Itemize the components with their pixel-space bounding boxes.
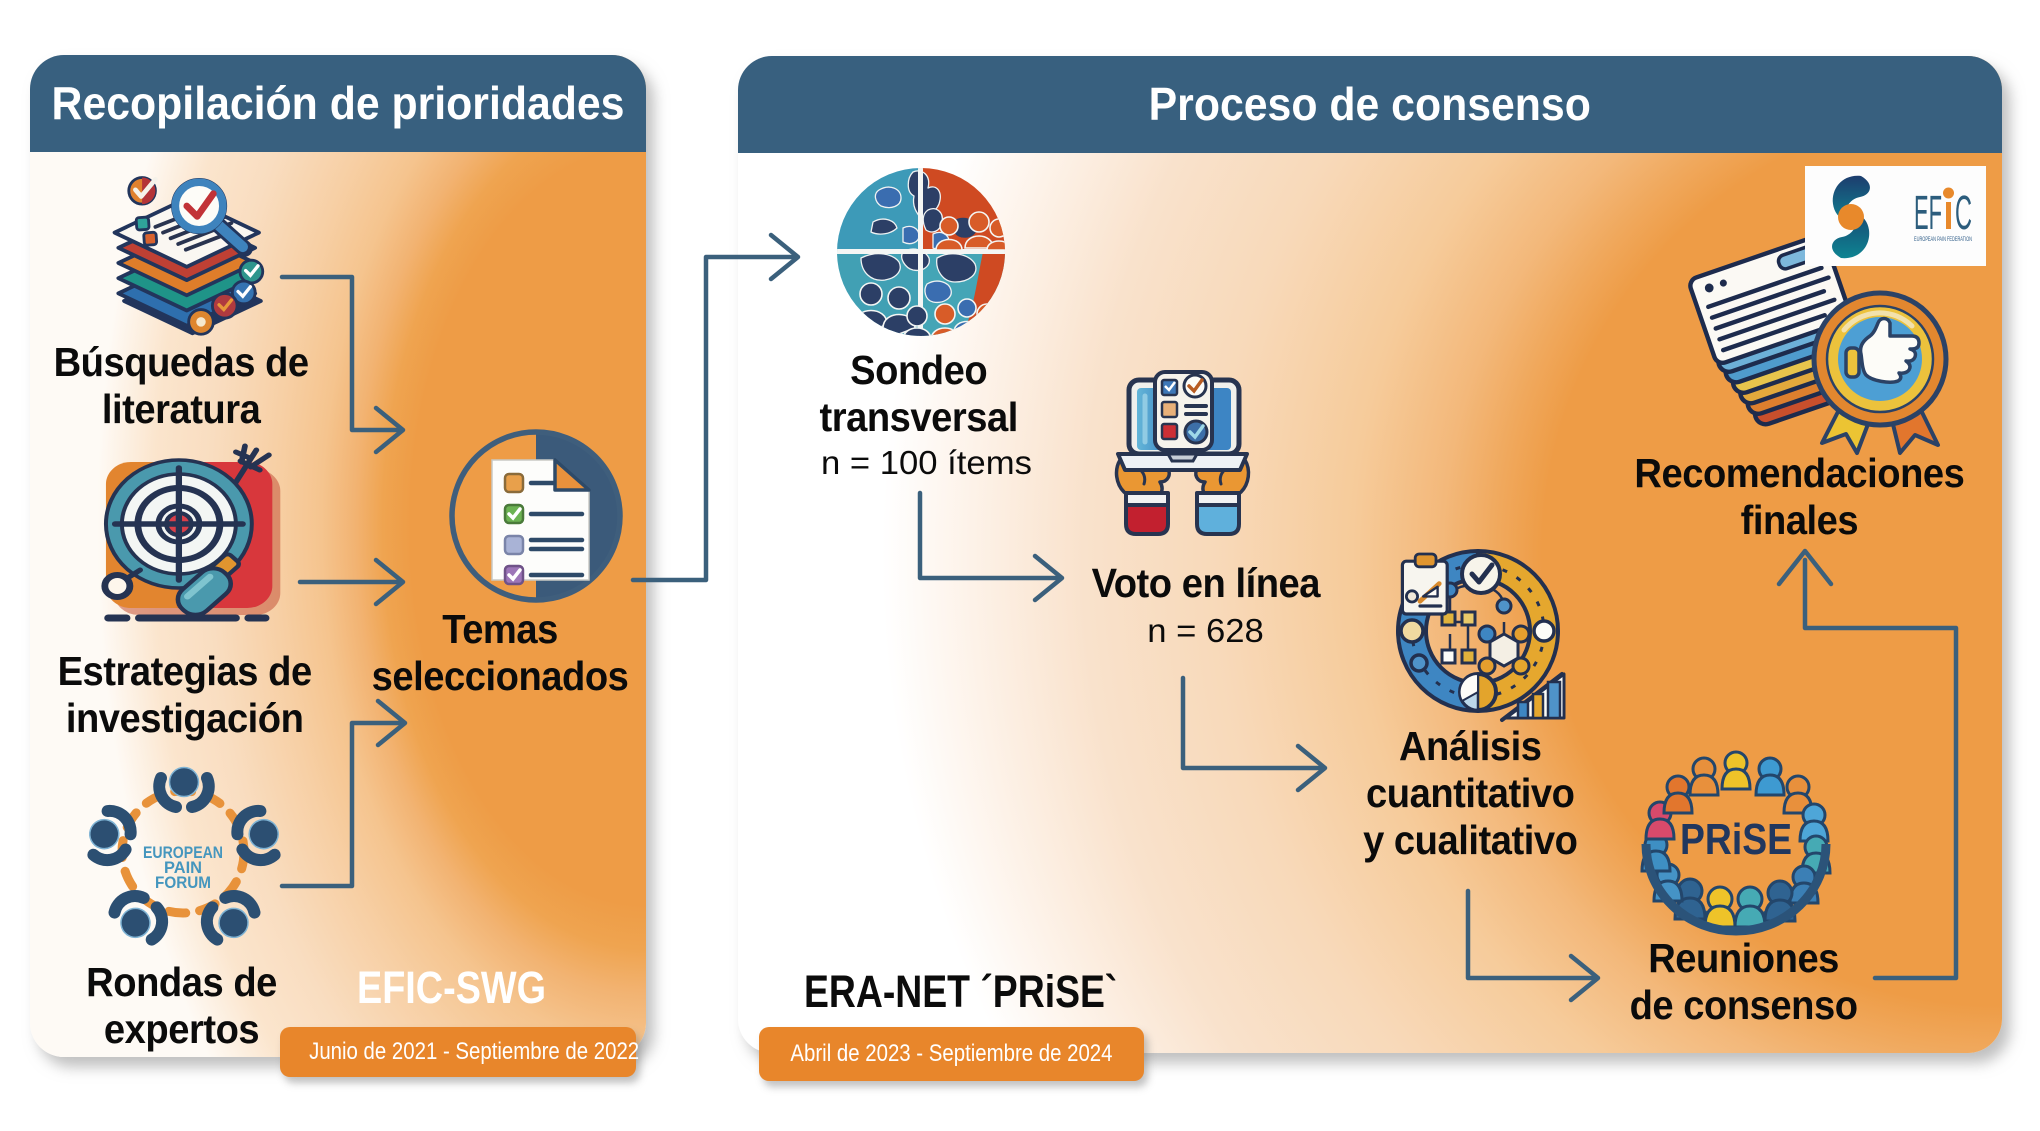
svg-text:PAIN: PAIN (164, 858, 202, 877)
svg-text:C: C (1955, 187, 1972, 240)
svg-text:EUROPEAN PAIN FEDERATION: EUROPEAN PAIN FEDERATION (1914, 236, 1972, 243)
svg-text:FORUM: FORUM (155, 873, 211, 892)
svg-text:EF: EF (1914, 187, 1942, 240)
svg-text:PRiSE: PRiSE (1680, 815, 1792, 864)
svg-text:EUROPEAN: EUROPEAN (143, 843, 223, 862)
